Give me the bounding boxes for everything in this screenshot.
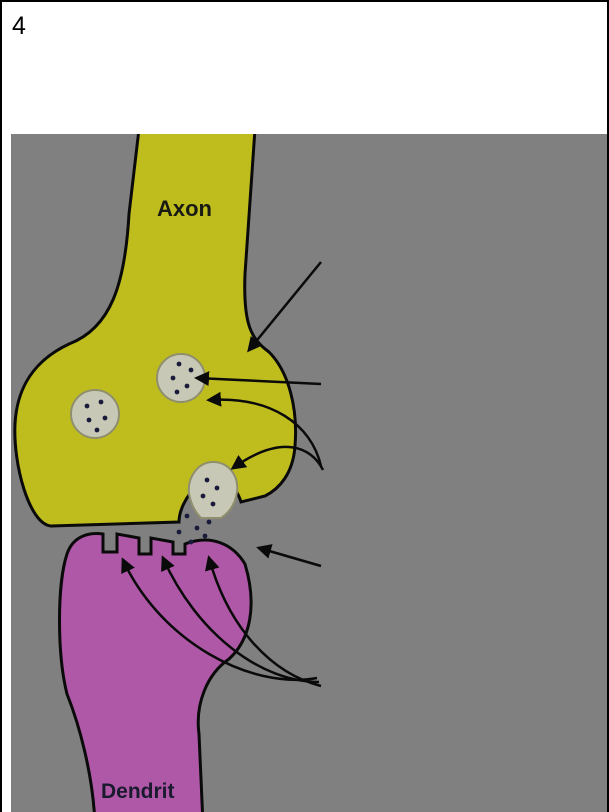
synaptic-vesicle — [71, 390, 119, 438]
dendrite — [60, 534, 252, 812]
synapse-diagram: Axon Dendrit — [11, 134, 609, 812]
pointer-arrow — [259, 548, 321, 566]
fusing-vesicle — [189, 462, 237, 518]
axon-terminal — [15, 134, 296, 526]
axon-label: Axon — [157, 196, 212, 221]
dendrite-label: Dendrit — [101, 780, 175, 803]
slide-number: 4 — [12, 14, 26, 39]
synapse-diagram-svg: Axon Dendrit — [11, 134, 609, 812]
pointer-arrow — [249, 262, 321, 350]
